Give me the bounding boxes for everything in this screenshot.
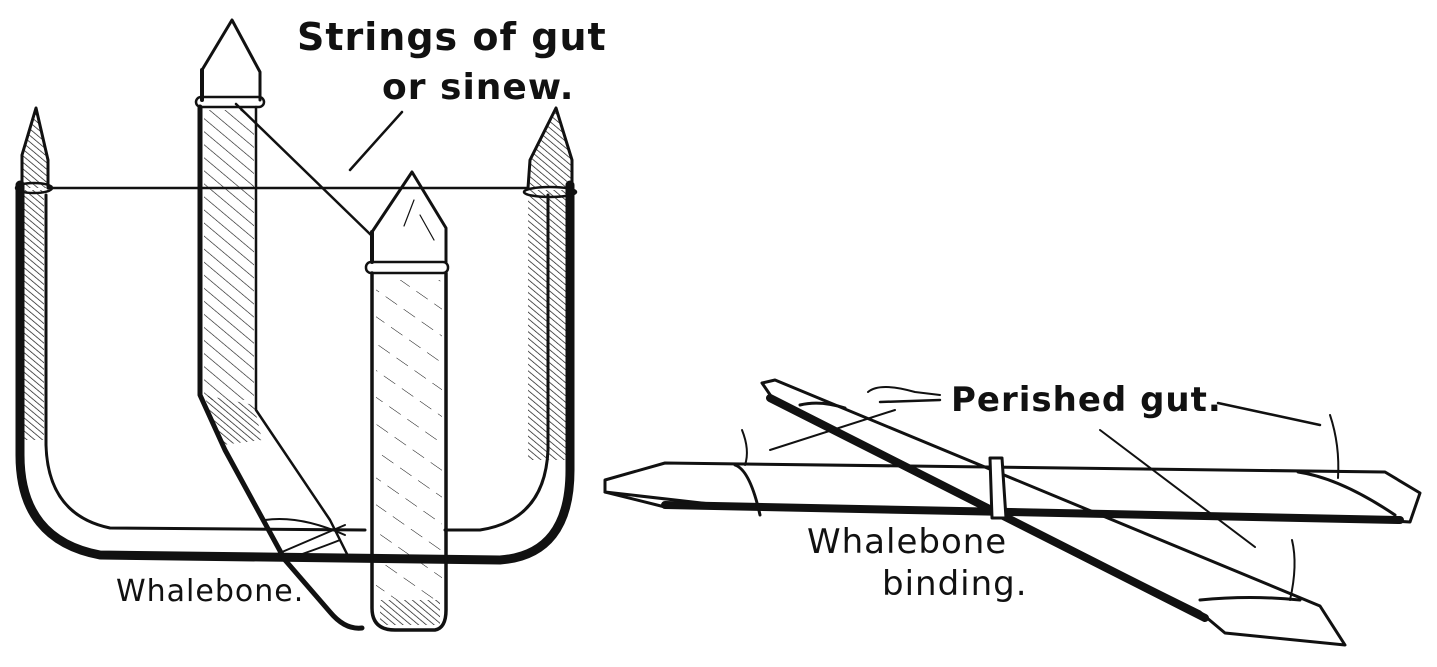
perished-gut-leader-line [1099,429,1256,548]
strings-label-line2: or sinew. [382,67,575,108]
left-frame-drawing [14,18,578,632]
strings-label-line1: Strings of gut [297,15,607,59]
diagonal-string [234,102,374,238]
perished-gut-label: Perished gut. [951,380,1222,420]
whalebone-binding-label-line2: binding. [882,564,1028,604]
whalebone-binding-label-line1: Whalebone [807,522,1008,562]
whalebone-label: Whalebone. [116,574,305,609]
horizontal-slat-edge [661,501,1404,524]
diagonal-slat-edge [766,394,1209,622]
outer-u-frame [15,180,575,565]
strings-leader-line [348,110,404,172]
right-slats-drawing [603,378,1422,647]
